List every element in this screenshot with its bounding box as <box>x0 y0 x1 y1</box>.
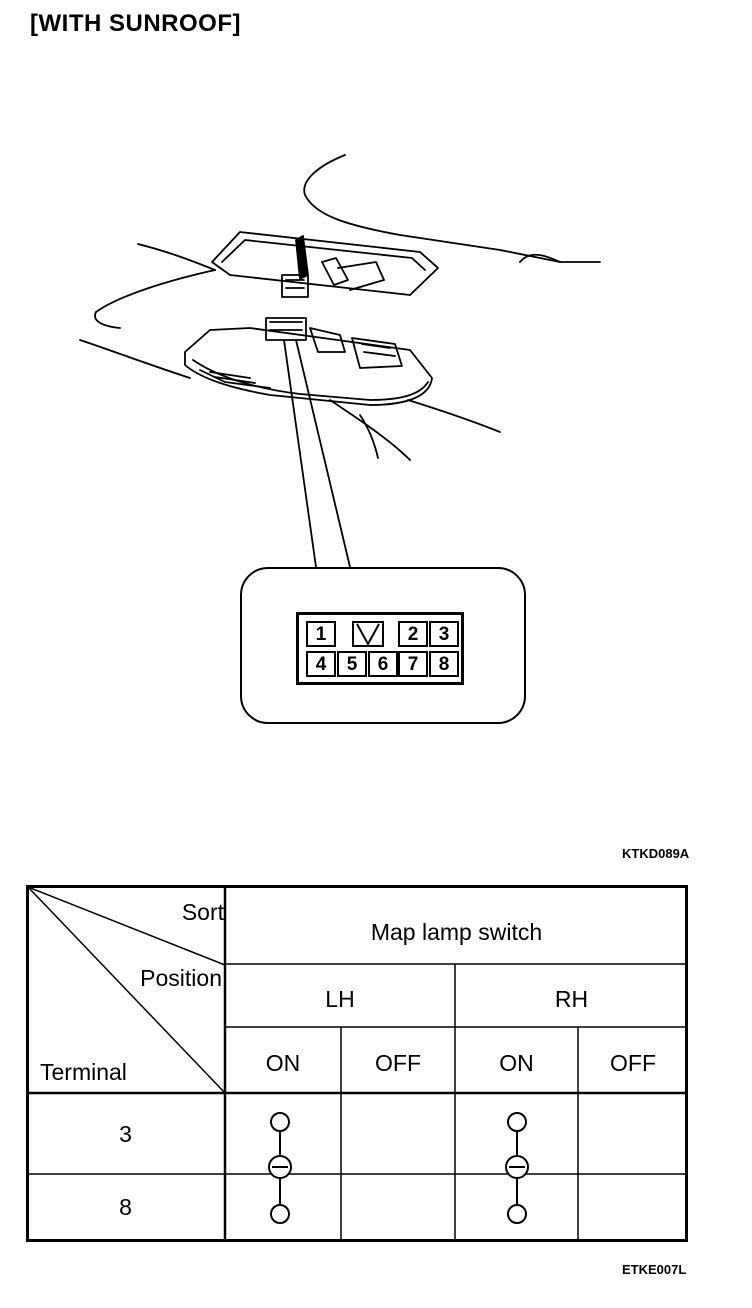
pin-7: 7 <box>398 651 428 677</box>
continuity-rh-on <box>505 1112 529 1224</box>
page-heading: [WITH SUNROOF] <box>30 10 241 37</box>
pin-3: 3 <box>429 621 459 647</box>
pin-5: 5 <box>337 651 367 677</box>
connector-callout: 1 2 3 4 5 6 7 8 <box>240 567 526 724</box>
connector-key-icon <box>352 621 384 647</box>
corner-terminal-label: Terminal <box>40 1059 127 1085</box>
pin-6: 6 <box>368 651 398 677</box>
overhead-console-illustration <box>79 154 601 568</box>
terminal-8: 8 <box>119 1194 132 1220</box>
continuity-table: Sort Position Terminal Map lamp switch L… <box>26 885 688 1242</box>
table-title: Map lamp switch <box>370 919 543 945</box>
position-lh-on: ON <box>265 1050 301 1076</box>
position-rh-off: OFF <box>610 1050 656 1076</box>
position-rh-on: ON <box>499 1050 534 1076</box>
corner-position-label: Position <box>140 965 222 991</box>
group-rh: RH <box>554 986 589 1012</box>
connector-face: 1 2 3 4 5 6 7 8 <box>296 612 464 685</box>
continuity-lh-on <box>268 1112 292 1224</box>
pin-8: 8 <box>429 651 459 677</box>
pin-4: 4 <box>306 651 336 677</box>
corner-sort-label: Sort <box>181 899 224 925</box>
terminal-3: 3 <box>119 1121 132 1147</box>
table-grid <box>26 885 688 1242</box>
pin-1: 1 <box>306 621 336 647</box>
figure-code: KTKD089A <box>622 846 690 861</box>
position-lh-off: OFF <box>375 1050 421 1076</box>
pin-2: 2 <box>398 621 428 647</box>
figure-code-2: ETKE007L <box>622 1262 687 1277</box>
group-lh: LH <box>325 986 355 1012</box>
